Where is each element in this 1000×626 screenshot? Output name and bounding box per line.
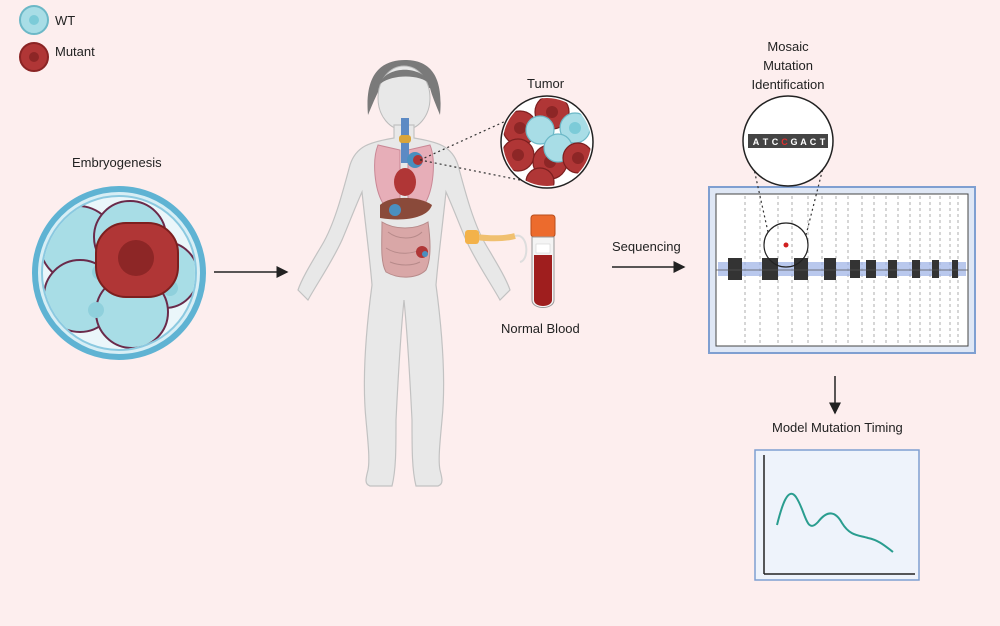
embryogenesis-label: Embryogenesis <box>72 155 162 170</box>
embryo-icon <box>32 186 206 360</box>
model-timing-label: Model Mutation Timing <box>772 420 903 435</box>
legend-wt-label: WT <box>55 13 76 28</box>
sequencing-label: Sequencing <box>612 239 681 254</box>
dna-base-letter: T <box>763 137 769 147</box>
dna-base-letter: T <box>820 137 826 147</box>
mutant-cell-icon <box>19 42 49 72</box>
timing-curve-icon <box>754 449 920 581</box>
human-body-icon <box>297 60 528 487</box>
dna-base-letter: A <box>753 137 760 147</box>
mosaic-label-line1: Mosaic <box>767 39 809 54</box>
legend-mutant-label: Mutant <box>55 44 95 59</box>
dna-base-letter: C <box>772 137 779 147</box>
magnifier-icon <box>500 95 594 189</box>
dna-base-letter: C <box>781 137 788 147</box>
dna-sequence-icon <box>742 95 834 187</box>
normal-blood-label: Normal Blood <box>501 321 580 336</box>
tumor-label: Tumor <box>527 76 565 91</box>
blood-tube-icon <box>530 214 556 308</box>
mosaic-label-line2: Mutation <box>763 58 813 73</box>
sequencing-plot-icon <box>708 186 976 354</box>
dna-base-letter: C <box>810 137 817 147</box>
dna-base-letter: G <box>790 137 797 147</box>
mosaic-label-line3: Identification <box>751 77 825 92</box>
wt-cell-icon <box>19 5 49 35</box>
dna-base-letter: A <box>800 137 807 147</box>
